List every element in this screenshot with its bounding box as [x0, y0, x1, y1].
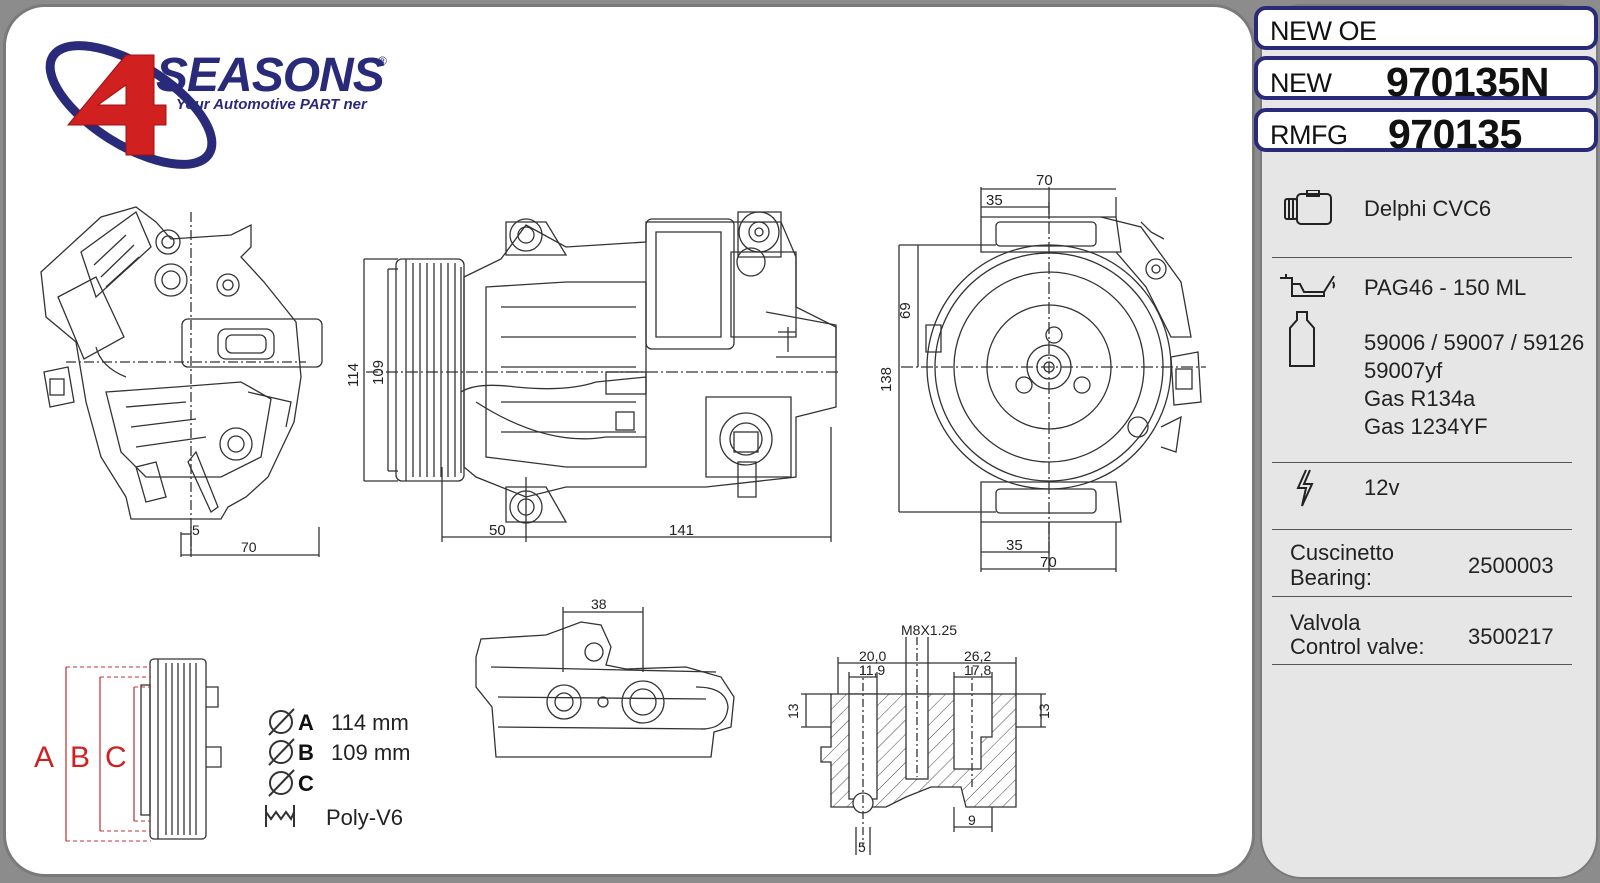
gas-1234yf: Gas 1234YF	[1364, 414, 1488, 439]
dim-rear-70-bottom: 70	[1040, 554, 1057, 571]
dim-17-8: 17,8	[964, 662, 991, 678]
dim-rear-35-top: 35	[986, 192, 1003, 209]
compressor-head-view	[475, 607, 735, 758]
dim-11-9: 11,9	[859, 662, 885, 678]
dim-front-114: 114	[345, 363, 362, 387]
diameter-c-icon	[268, 769, 295, 797]
pulley-label-a: A	[34, 741, 54, 774]
diameter-b-icon	[268, 738, 295, 766]
new-part-number: 970135N	[1386, 59, 1549, 105]
dim-side-70: 70	[241, 539, 257, 555]
bearing-value: 2500003	[1468, 553, 1554, 578]
logo-tagline: Your Automotive PART ner	[176, 96, 368, 113]
dim-head-38: 38	[591, 596, 607, 612]
rmfg-part-number: 970135	[1388, 111, 1522, 157]
dim-rear-35-bottom: 35	[1006, 537, 1023, 554]
oil-spec: PAG46 - 150 ML	[1364, 275, 1527, 300]
divider	[1272, 664, 1572, 665]
mounting-section-view	[801, 637, 1046, 855]
technical-drawing: SEASONS ® Your Automotive PART ner	[34, 41, 1206, 855]
new-label: NEW	[1270, 68, 1332, 98]
dim-13-left: 13	[785, 703, 801, 719]
oil-bottle-icon	[1289, 311, 1315, 367]
dim-front-109: 109	[370, 360, 387, 385]
dim-rear-138: 138	[878, 367, 895, 392]
legend-belt: Poly-V6	[326, 805, 403, 830]
legend-b-value: 109 mm	[331, 740, 410, 765]
divider	[1272, 462, 1572, 463]
valve-value: 3500217	[1468, 624, 1554, 649]
compressor-side-view	[40, 206, 323, 557]
poly-v-belt-icon	[265, 805, 295, 827]
voltage: 12v	[1364, 475, 1400, 500]
rmfg-number-box: RMFG 970135	[1254, 108, 1598, 157]
compressor-front-view	[363, 211, 841, 542]
logo-brand: SEASONS	[156, 49, 385, 102]
legend-a-value: 114 mm	[331, 710, 409, 735]
dim-front-141: 141	[669, 522, 694, 539]
legend-b-letter: B	[298, 740, 314, 765]
dim-rear-70-top: 70	[1036, 172, 1053, 189]
divider	[1272, 257, 1572, 258]
legend-c-letter: C	[298, 771, 314, 796]
diameter-a-icon	[268, 708, 295, 736]
compressor-type: Delphi CVC6	[1364, 196, 1492, 221]
bearing-label-it: Cuscinetto	[1290, 540, 1394, 565]
dim-26-2: 26,2	[964, 648, 991, 664]
drawing-panel: SEASONS ® Your Automotive PART ner	[3, 4, 1255, 877]
new-oe-label: NEW OE	[1270, 16, 1377, 46]
dim-5: 5	[858, 839, 866, 855]
rmfg-label: RMFG	[1270, 120, 1348, 150]
new-oe-box: NEW OE	[1254, 6, 1598, 50]
oil-codes: 59006 / 59007 / 59126	[1364, 330, 1585, 355]
dim-rear-69: 69	[897, 302, 914, 319]
divider	[1272, 529, 1572, 530]
dim-13-right: 13	[1036, 703, 1052, 719]
gas-r134a: Gas R134a	[1364, 386, 1476, 411]
valve-label-it: Valvola	[1290, 610, 1361, 635]
dim-thread: M8X1.25	[901, 622, 957, 638]
compressor-icon	[1284, 190, 1332, 225]
bearing-label-en: Bearing:	[1290, 565, 1372, 590]
dim-9: 9	[968, 812, 976, 828]
dim-20-0: 20,0	[859, 648, 886, 664]
compressor-rear-view	[898, 187, 1206, 572]
new-number-box: NEW 970135N	[1254, 56, 1598, 105]
oil-code-2: 59007yf	[1364, 358, 1443, 383]
legend-a-letter: A	[298, 710, 314, 735]
pulley-label-b: B	[70, 741, 90, 774]
dim-front-50: 50	[489, 522, 506, 539]
divider	[1272, 596, 1572, 597]
oil-can-icon	[1280, 274, 1335, 297]
four-seasons-logo: SEASONS ® Your Automotive PART ner	[45, 41, 387, 169]
dim-side-5: 5	[192, 522, 200, 538]
valve-label-en: Control valve:	[1290, 634, 1425, 659]
lightning-icon	[1296, 469, 1314, 507]
pulley-label-c: C	[105, 741, 127, 774]
logo-registered: ®	[378, 54, 387, 68]
pulley-profile	[65, 658, 222, 842]
